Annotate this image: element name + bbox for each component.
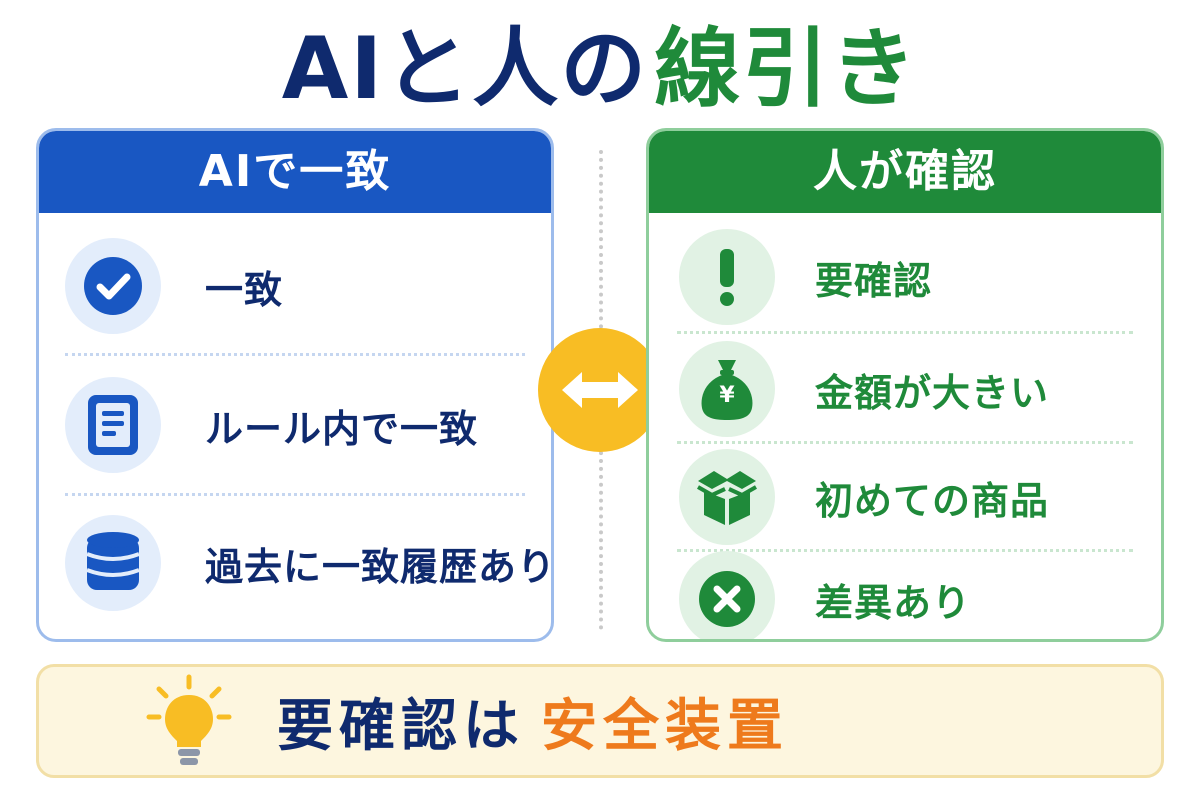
database-icon-badge [65, 515, 161, 611]
exclamation-icon-badge [679, 229, 775, 325]
database-icon [86, 532, 140, 590]
banner-main-text: 要確認は [277, 693, 525, 759]
money-bag-icon: ¥ [698, 356, 756, 422]
document-icon-badge [65, 377, 161, 473]
row-divider [677, 549, 1133, 552]
list-item-label: 金額が大きい [815, 370, 1050, 415]
ai-match-header: AIで一致 [39, 131, 551, 213]
row-divider [677, 441, 1133, 444]
list-item-label: 一致 [205, 267, 284, 312]
list-item-label: 要確認 [815, 258, 933, 303]
bidirectional-arrow-badge [538, 328, 662, 452]
lightbulb-icon [146, 674, 232, 765]
document-icon [88, 395, 138, 455]
box-icon [697, 471, 757, 525]
row-divider [65, 493, 525, 496]
title-accent: 線引き [654, 19, 919, 119]
list-item-history-match: 過去に一致履歴あり [39, 505, 551, 621]
list-item-large-amount: ¥ 金額が大きい [649, 339, 1161, 439]
human-check-header: 人が確認 [649, 131, 1161, 213]
list-item-label: 初めての商品 [815, 478, 1050, 523]
list-item-match: 一致 [39, 231, 551, 341]
page-title: AIと人の線引き [0, 14, 1200, 124]
box-icon-badge [679, 449, 775, 545]
banner-message: 要確認は安全装置 [277, 681, 789, 762]
money-bag-glyph: ¥ [719, 383, 735, 408]
money-bag-icon-badge: ¥ [679, 341, 775, 437]
check-icon [84, 257, 142, 315]
exclamation-icon [720, 249, 734, 306]
title-main: AIと人の [281, 19, 649, 119]
list-item-label: ルール内で一致 [205, 406, 479, 451]
row-divider [677, 331, 1133, 334]
double-arrow-icon [562, 372, 638, 408]
human-check-panel: 人が確認 要確認 ¥ 金額が大きい [646, 128, 1164, 642]
list-item-label: 差異あり [815, 580, 972, 625]
list-item-needs-check: 要確認 [649, 227, 1161, 327]
list-item-discrepancy: 差異あり [649, 551, 1161, 639]
row-divider [65, 353, 525, 356]
banner-accent-text: 安全装置 [541, 693, 789, 759]
check-icon-badge [65, 238, 161, 334]
list-item-rule-match: ルール内で一致 [39, 367, 551, 483]
cross-icon [699, 571, 755, 627]
cross-icon-badge [679, 551, 775, 639]
safety-banner: 要確認は安全装置 [36, 664, 1164, 778]
list-item-label: 過去に一致履歴あり [205, 544, 554, 589]
list-item-new-product: 初めての商品 [649, 447, 1161, 547]
ai-match-panel: AIで一致 一致 ルール内で一致 [36, 128, 554, 642]
